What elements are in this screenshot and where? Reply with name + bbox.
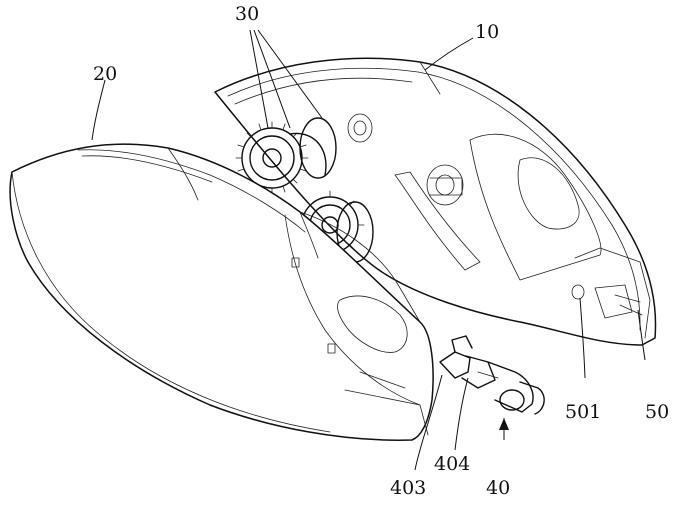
label-404: 404 [434, 453, 470, 475]
assembly-40 [439, 335, 545, 415]
gear-upper [235, 117, 337, 195]
reference-labels: 30 10 20 501 50 403 404 40 [93, 3, 669, 499]
arrow-head-icon [499, 418, 509, 430]
label-40: 40 [486, 477, 510, 499]
label-403: 403 [390, 477, 426, 499]
label-50: 50 [645, 401, 669, 423]
upper-housing [214, 57, 657, 346]
label-10: 10 [475, 21, 499, 43]
label-30: 30 [235, 3, 259, 25]
label-20: 20 [93, 63, 117, 85]
leader-lines [91, 29, 646, 471]
label-501: 501 [565, 401, 601, 423]
lower-housing [9, 143, 434, 441]
